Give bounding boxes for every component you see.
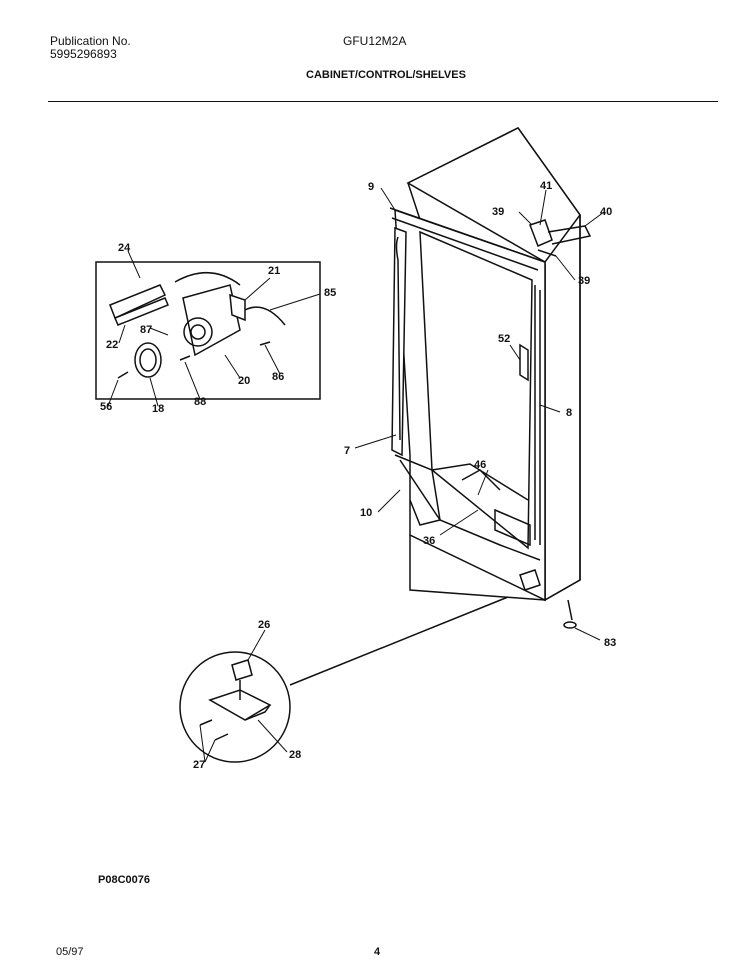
part-label: 7 — [344, 445, 350, 457]
control-detail-box — [95, 261, 321, 400]
part-label: 39 — [492, 206, 504, 218]
hinge-detail-circle — [179, 651, 291, 763]
part-label: 40 — [600, 206, 612, 218]
part-label: 46 — [474, 459, 486, 471]
part-label: 52 — [498, 333, 510, 345]
hinge-leader-line — [289, 596, 509, 686]
publication-number: 5995296893 — [50, 47, 117, 61]
part-label: 20 — [238, 375, 250, 387]
part-label: 36 — [423, 535, 435, 547]
part-label: 87 — [140, 324, 152, 336]
part-label: 21 — [268, 265, 280, 277]
section-title: CABINET/CONTROL/SHELVES — [306, 69, 466, 81]
part-label: 22 — [106, 339, 118, 351]
part-label: 88 — [194, 396, 206, 408]
part-label: 24 — [118, 242, 131, 254]
part-label: 86 — [272, 371, 284, 383]
part-label: 85 — [324, 287, 336, 299]
header-divider — [48, 101, 718, 102]
part-label: 10 — [360, 507, 372, 519]
part-label: 18 — [152, 403, 164, 415]
part-label: 56 — [100, 401, 112, 413]
footer-date: 05/97 — [56, 946, 84, 958]
part-label: 8 — [566, 407, 572, 419]
part-label: 83 — [604, 637, 616, 649]
page-number: 4 — [374, 946, 381, 958]
part-label: 27 — [193, 759, 205, 771]
part-label: 41 — [540, 180, 552, 192]
publication-label: Publication No. — [50, 34, 131, 48]
part-label: 28 — [289, 749, 301, 761]
cabinet-body — [389, 127, 592, 629]
part-label: 26 — [258, 619, 270, 631]
figure-code: P08C0076 — [98, 874, 150, 886]
part-label: 39 — [578, 275, 590, 287]
model-number: GFU12M2A — [343, 34, 407, 48]
part-label: 9 — [368, 181, 374, 193]
